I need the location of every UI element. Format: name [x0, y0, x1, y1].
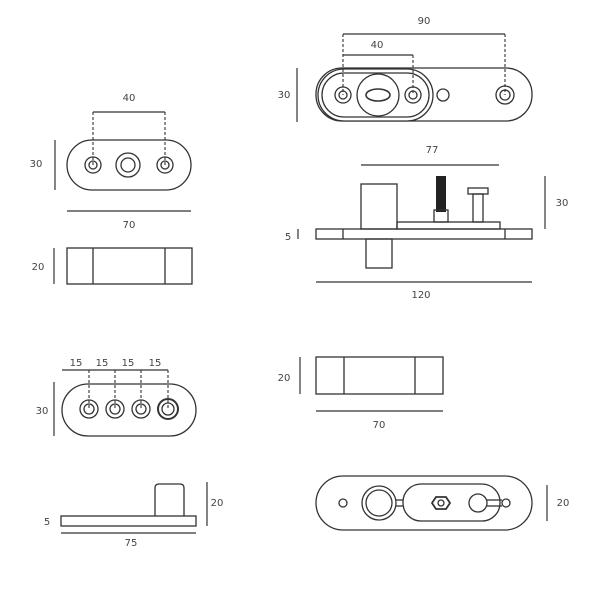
long-plate — [315, 67, 533, 122]
side-block — [66, 247, 193, 285]
bottom-view-c: 20 — [315, 475, 570, 531]
nut — [430, 496, 452, 510]
front-view-b: 15 15 15 15 30 — [36, 358, 197, 437]
nut — [433, 209, 449, 223]
dim-spacing: 15 — [122, 358, 135, 369]
side-block — [315, 356, 444, 395]
dim-length: 75 — [125, 538, 138, 549]
dim-thickness: 5 — [285, 232, 291, 243]
pin-hole — [115, 152, 141, 178]
dim-height: 30 — [36, 406, 49, 417]
dim-height: 20 — [557, 498, 570, 509]
front-view-a: 40 30 70 — [30, 93, 192, 231]
dim-hole-spacing: 40 — [371, 40, 384, 51]
dim-spacing: 15 — [70, 358, 83, 369]
dim-height: 20 — [211, 498, 224, 509]
side-view-d: 20 70 — [278, 356, 444, 431]
dim-thickness: 5 — [44, 517, 50, 528]
base-plate — [60, 515, 197, 527]
logo — [365, 88, 391, 102]
latch-body — [317, 68, 434, 122]
dim-height: 20 — [32, 262, 45, 273]
dim-span: 77 — [426, 145, 439, 156]
side-view-b: 20 5 75 — [44, 482, 224, 549]
dim-height: 30 — [556, 198, 569, 209]
slot — [402, 483, 501, 522]
bolt — [436, 176, 446, 212]
dim-width: 70 — [373, 420, 386, 431]
dim-total-spacing: 90 — [418, 16, 431, 27]
dim-width: 70 — [123, 220, 136, 231]
pin — [365, 238, 393, 269]
long-plate — [315, 475, 533, 531]
pin-block — [154, 483, 185, 516]
pin-hole-inner — [120, 157, 136, 173]
block — [360, 183, 398, 230]
dim-hole-spacing: 40 — [123, 93, 136, 104]
oval-plate — [66, 139, 192, 191]
post — [472, 193, 484, 223]
dim-height: 20 — [278, 373, 291, 384]
dim-length: 120 — [411, 290, 430, 301]
screw-hole-inner — [160, 160, 170, 170]
screw-hole-inner — [88, 160, 98, 170]
dim-height: 30 — [278, 90, 291, 101]
dim-height: 30 — [30, 159, 43, 170]
dim-spacing: 15 — [96, 358, 109, 369]
side-view-c: 77 30 5 120 — [285, 145, 569, 301]
top-view-c: 90 40 30 — [278, 16, 533, 122]
side-view-a: 20 — [32, 247, 193, 285]
dim-spacing: 15 — [149, 358, 162, 369]
base-plate — [315, 228, 533, 240]
oval-plate — [61, 383, 197, 437]
